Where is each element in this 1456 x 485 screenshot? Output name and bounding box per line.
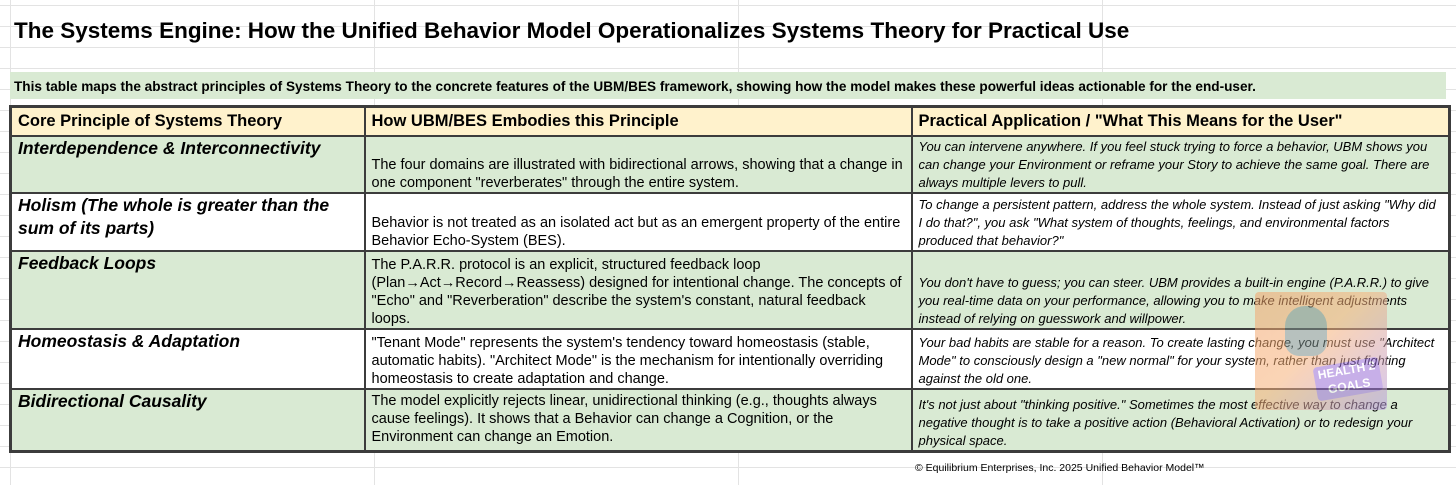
application-cell[interactable]: It's not just about "thinking positive."… [910, 388, 1451, 452]
application-cell[interactable]: To change a persistent pattern, address … [910, 192, 1451, 252]
table-row: Holism (The whole is greater than the su… [9, 192, 1451, 252]
embody-cell[interactable]: The model explicitly rejects linear, uni… [363, 388, 913, 452]
application-cell[interactable]: Your bad habits are stable for a reason.… [910, 328, 1451, 390]
principle-cell[interactable]: Feedback Loops [9, 250, 366, 330]
embody-cell[interactable]: "Tenant Mode" represents the system's te… [363, 328, 913, 390]
principle-cell[interactable]: Bidirectional Causality [9, 388, 366, 452]
table-row: Homeostasis & Adaptation "Tenant Mode" r… [9, 328, 1451, 390]
embody-cell[interactable]: Behavior is not treated as an isolated a… [363, 192, 913, 252]
table-row: Bidirectional Causality The model explic… [9, 388, 1451, 452]
header-embody[interactable]: How UBM/BES Embodies this Principle [363, 105, 913, 137]
subtitle: This table maps the abstract principles … [14, 79, 1256, 94]
principle-cell[interactable]: Homeostasis & Adaptation [9, 328, 366, 390]
systems-table: Core Principle of Systems Theory How UBM… [9, 105, 1451, 453]
embody-cell[interactable]: The four domains are illustrated with bi… [363, 135, 913, 194]
principle-cell[interactable]: Interdependence & Interconnectivity [9, 135, 366, 194]
principle-cell[interactable]: Holism (The whole is greater than the su… [9, 192, 366, 252]
header-row: Core Principle of Systems Theory How UBM… [9, 105, 1451, 137]
application-cell[interactable]: You can intervene anywhere. If you feel … [910, 135, 1451, 194]
copyright-footer: © Equilibrium Enterprises, Inc. 2025 Uni… [915, 462, 1205, 474]
header-principle[interactable]: Core Principle of Systems Theory [9, 105, 366, 137]
header-application[interactable]: Practical Application / "What This Means… [910, 105, 1451, 137]
table-row: Feedback Loops The P.A.R.R. protocol is … [9, 250, 1451, 330]
page-title: The Systems Engine: How the Unified Beha… [14, 18, 1130, 43]
subtitle-band [10, 72, 1446, 99]
table-row: Interdependence & Interconnectivity The … [9, 135, 1451, 194]
application-cell[interactable]: You don't have to guess; you can steer. … [910, 250, 1451, 330]
embody-cell[interactable]: The P.A.R.R. protocol is an explicit, st… [363, 250, 913, 330]
